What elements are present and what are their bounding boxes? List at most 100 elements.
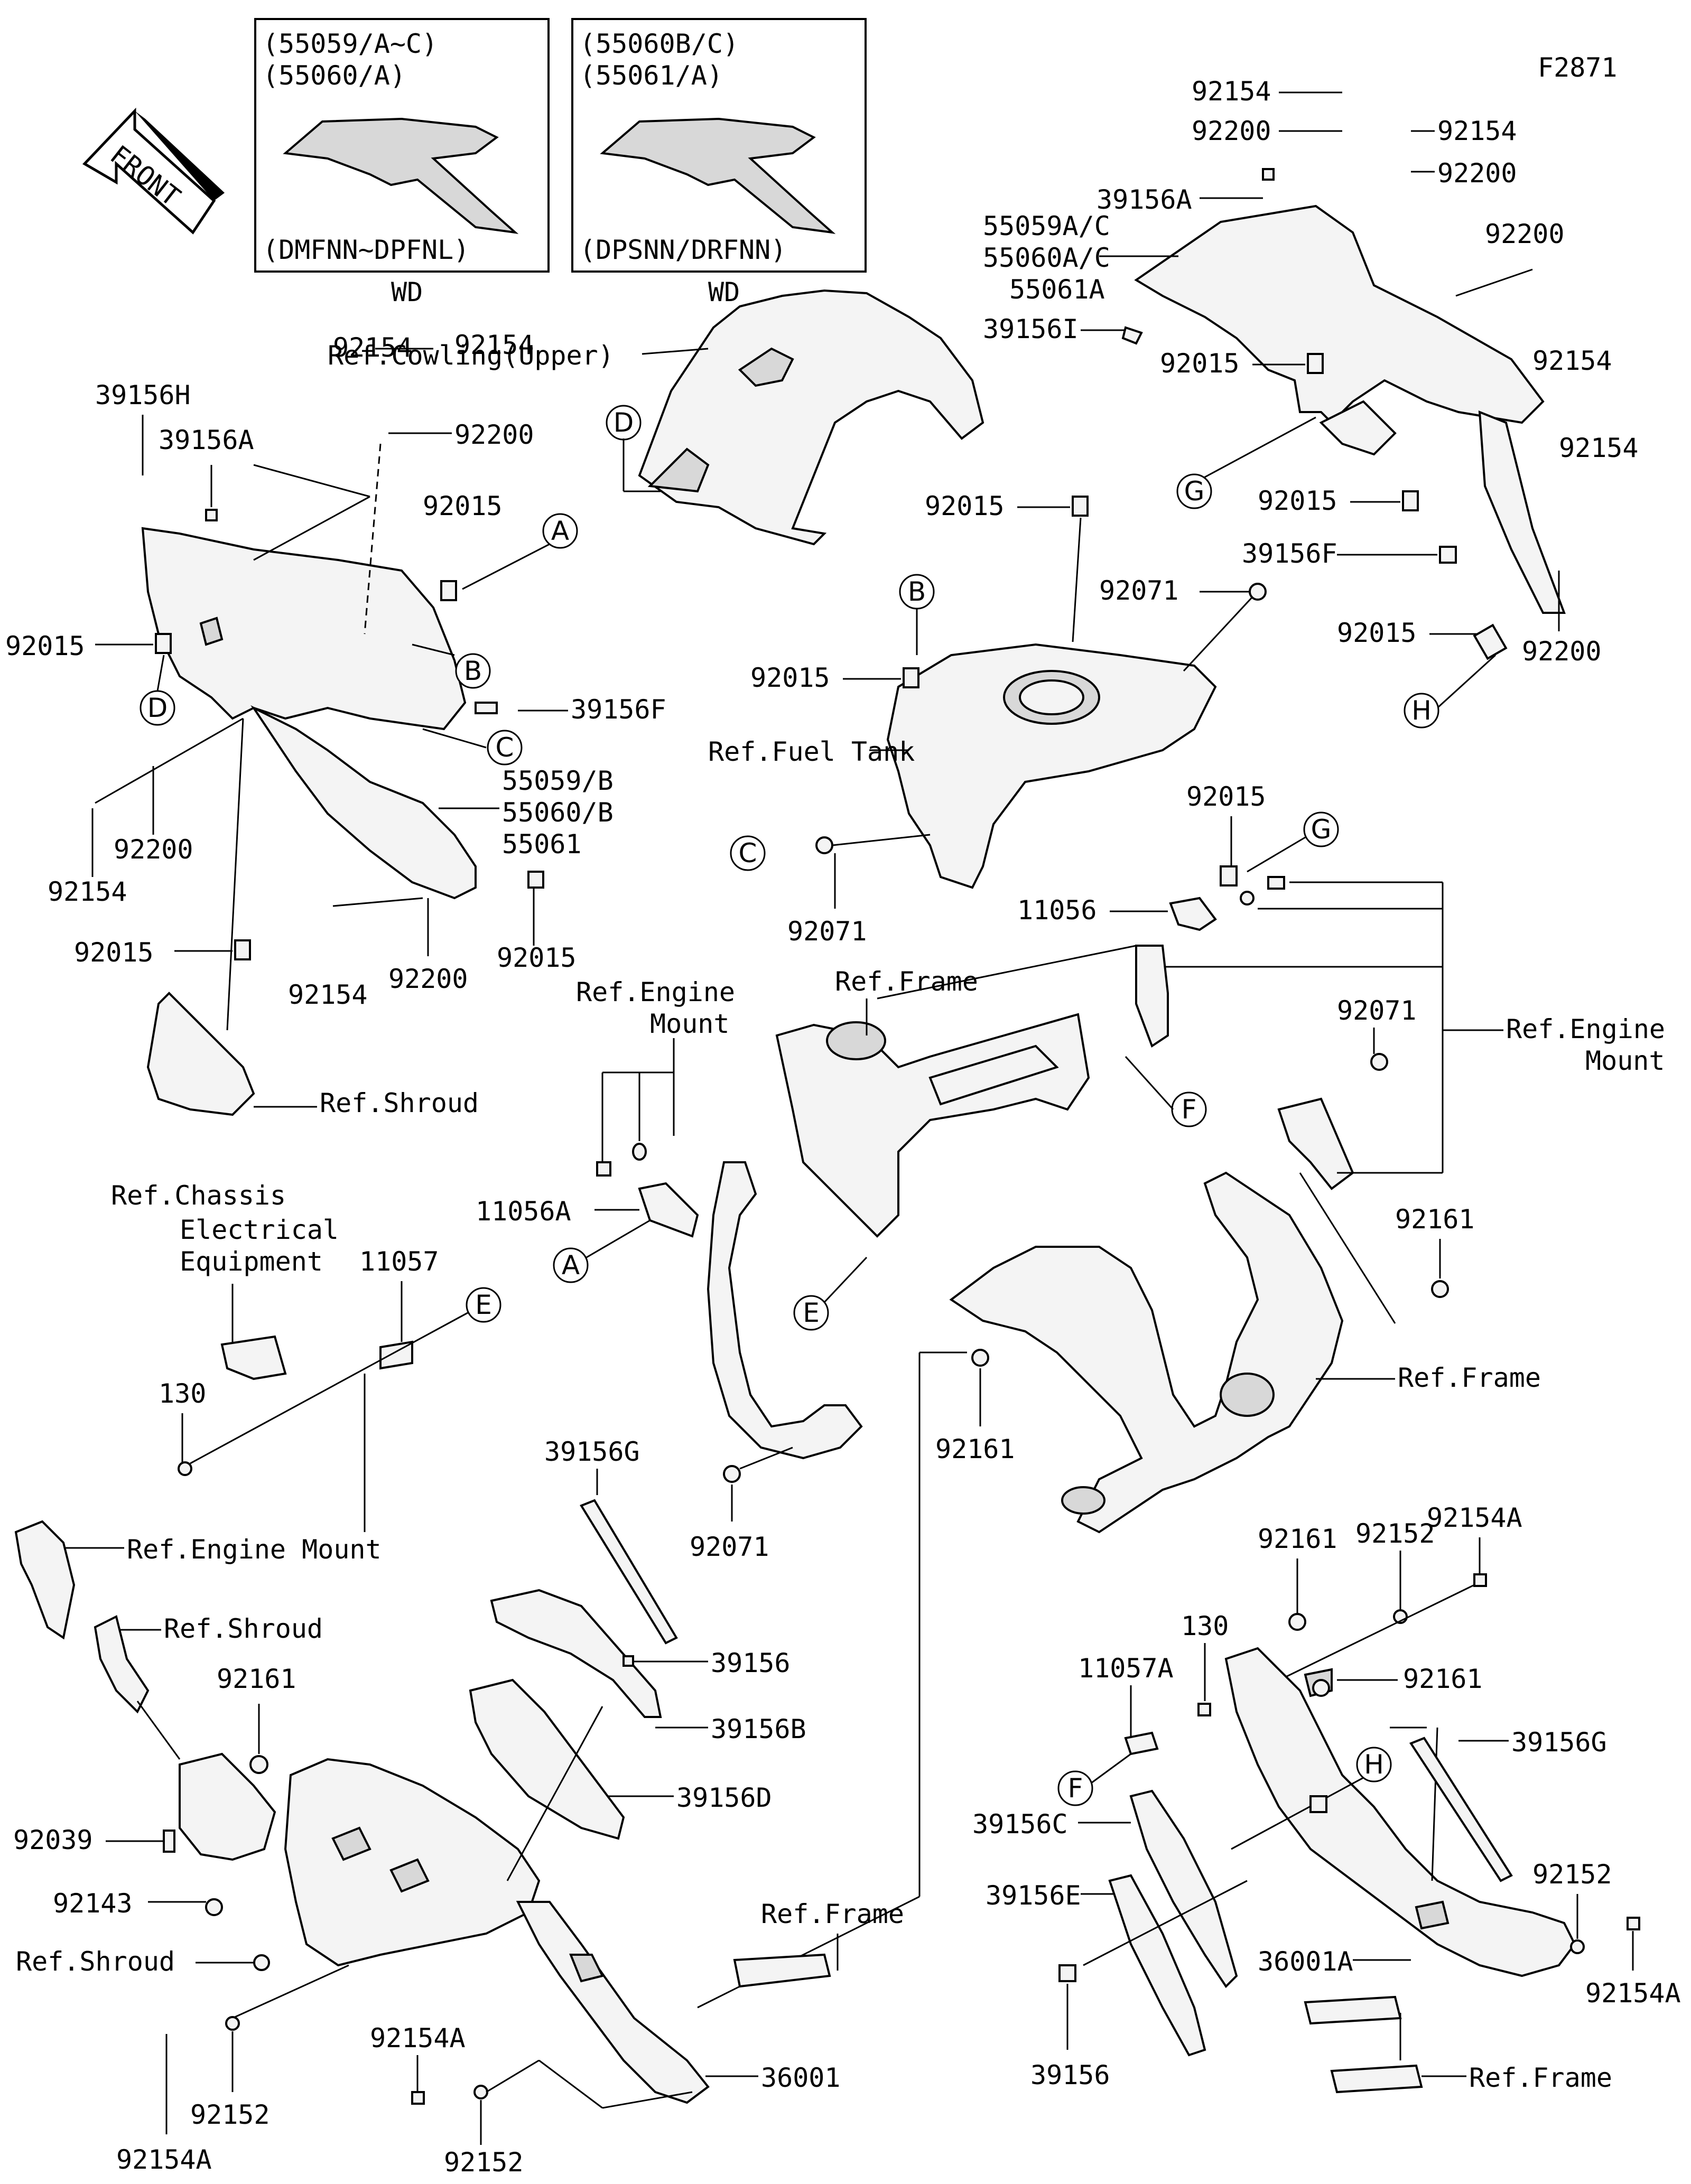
ref-engine-mount-right-2: Mount [1585,1046,1665,1076]
part-11057: 11057 [359,1246,439,1277]
part-92152: 92152 [444,2147,524,2178]
ref-frame-right: Ref.Frame [1398,1362,1541,1393]
inset-right: (55060B/C) (55061/A) (DPSNN/DRFNN) WD [571,18,867,307]
frame-front [775,1013,1090,1238]
part-130: 130 [1181,1611,1229,1641]
part-92039: 92039 [13,1825,93,1855]
left-cowl-assembly [141,527,477,1116]
callout-h-lower [1356,1747,1392,1782]
inset-right-line1: (55060B/C) [580,29,739,59]
callout-e [466,1287,501,1323]
inner-cowl [179,1752,710,2104]
callout-d-left-letter: D [147,693,168,723]
ref-fuel-tank: Ref.Fuel Tank [708,736,915,767]
part-55060B: 55060/B [502,797,614,828]
engine-mount-bracket [638,1161,863,1460]
part-92152: 92152 [190,2099,270,2130]
part-92154A: 92154A [370,2023,466,2054]
inset-right-model: (DPSNN/DRFNN) [580,235,786,265]
part-92154: 92154 [454,330,534,360]
part-92152: 92152 [1532,1859,1612,1890]
ref-chassis-1: Ref.Chassis [111,1180,286,1211]
part-92154: 92154 [333,332,413,363]
inset-left-line2: (55060/A) [263,60,406,91]
ref-engine-mount-right: Ref.Engine [1506,1014,1665,1044]
part-92154A: 92154A [1585,1978,1681,2009]
part-55059B: 55059/B [502,766,614,796]
part-39156G: 39156G [1511,1727,1607,1758]
part-92161: 92161 [217,1664,296,1694]
callout-f-letter: F [1068,1773,1083,1804]
callout-f [1057,1770,1093,1806]
ref-shroud-lower: Ref.Shroud [164,1613,323,1644]
callout-b-tank-letter: B [908,576,926,607]
callout-f-frame-letter: F [1182,1094,1197,1125]
part-92015: 92015 [1186,781,1266,812]
inset-right-line2: (55061/A) [580,60,723,91]
callout-e-frame [793,1295,829,1331]
part-36001A: 36001A [1258,1946,1353,1977]
part-92015: 92015 [1337,618,1417,648]
part-39156B: 39156B [711,1714,806,1744]
part-92015: 92015 [497,942,577,973]
ref-chassis-2: Electrical [180,1215,339,1245]
part-92071: 92071 [690,1532,769,1562]
part-92154: 92154 [1532,346,1612,376]
inset-left: (55059/A~C) (55060/A) (DMFNN~DPFNL) WD [254,18,550,307]
part-39156H: 39156H [95,380,191,410]
part-92154: 92154 [1437,116,1517,146]
part-130: 130 [159,1378,206,1409]
part-92200: 92200 [1437,158,1517,189]
callout-h-lower-letter: H [1364,1749,1384,1780]
inset-left-model: (DMFNN~DPFNL) [263,235,469,265]
part-92200: 92200 [454,419,534,450]
part-11057A: 11057A [1078,1653,1174,1684]
part-92015: 92015 [423,491,503,521]
part-92143: 92143 [53,1888,133,1919]
part-39156G: 39156G [544,1436,640,1467]
ref-shroud-bottom: Ref.Shroud [16,1946,175,1977]
callout-a-mount [553,1247,589,1283]
callout-a-mount-letter: A [562,1250,580,1281]
ref-frame-bottom: Ref.Frame [1469,2062,1612,2093]
part-92015: 92015 [5,631,85,661]
callout-c [487,730,523,766]
fuel-tank [886,643,1217,889]
part-92200: 92200 [114,834,193,865]
ref-frame-lower: Ref.Frame [761,1899,904,1929]
part-92154A: 92154A [1427,1502,1522,1533]
part-92154: 92154 [288,979,368,1010]
ref-shroud: Ref.Shroud [320,1088,479,1118]
part-92154: 92154 [1192,76,1271,107]
ref-engine-mount-lower: Ref.Engine Mount [127,1534,382,1565]
callout-b [455,653,491,689]
callout-d-letter: D [614,407,634,438]
part-39156A: 39156A [1097,184,1192,215]
part-92161: 92161 [1395,1204,1475,1235]
ref-engine-mount-2: Mount [650,1009,730,1039]
front-arrow-icon: FRONT [82,107,225,235]
part-36001: 36001 [761,2062,841,2093]
part-39156: 39156 [1030,2060,1110,2090]
callout-g-mount-letter: G [1311,814,1332,845]
figure-id: F2871 [1538,52,1618,83]
part-92161: 92161 [1403,1664,1483,1694]
part-55059A-C: 55059A/C [983,211,1110,241]
part-92015: 92015 [925,491,1005,521]
part-92161: 92161 [1258,1524,1337,1554]
callout-e-frame-letter: E [803,1298,820,1328]
callout-b-letter: B [464,656,482,686]
callout-c-tank-letter: C [739,838,757,869]
part-39156F: 39156F [1242,538,1337,569]
callout-c-tank [730,835,766,871]
frame-rear [949,1171,1344,1534]
inset-left-line1: (55059/A~C) [263,29,438,59]
part-55060A-C: 55060A/C [983,242,1110,273]
part-39156C: 39156C [972,1809,1068,1840]
cowling-upper [638,289,984,546]
part-11056A: 11056A [476,1196,571,1227]
part-39156E: 39156E [986,1880,1081,1911]
part-11056: 11056 [1017,895,1097,926]
part-39156F: 39156F [571,694,666,725]
part-92200: 92200 [1192,116,1271,146]
